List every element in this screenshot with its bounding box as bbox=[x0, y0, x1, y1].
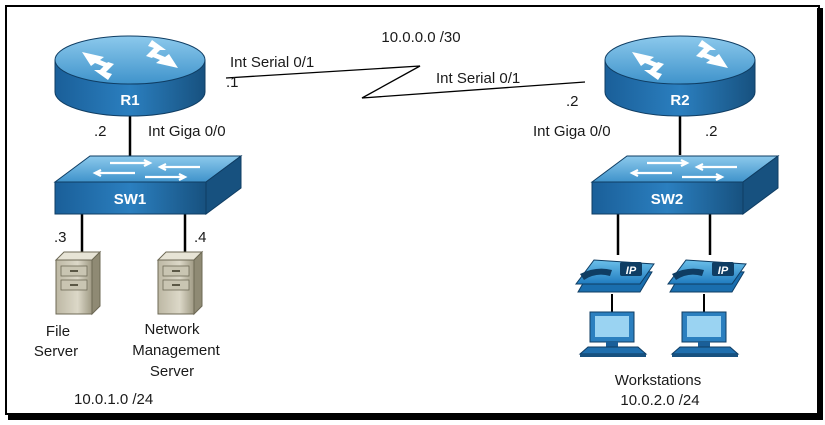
ip-phone-2: IP bbox=[667, 259, 747, 293]
nms-server-ip: .4 bbox=[194, 229, 207, 246]
router-icon bbox=[54, 35, 206, 117]
switch-sw1: SW1 bbox=[53, 155, 243, 215]
router-icon bbox=[604, 35, 756, 117]
router-r1: R1 bbox=[54, 35, 206, 117]
file-server-label-line1: File bbox=[46, 323, 70, 340]
nms-label-line3: Server bbox=[150, 363, 194, 380]
switch-icon bbox=[53, 155, 243, 215]
server-icon bbox=[156, 250, 204, 316]
r1-giga-label: Int Giga 0/0 bbox=[148, 123, 226, 140]
lan2-subnet-label: 10.0.2.0 /24 bbox=[620, 392, 699, 409]
r1-serial-label: Int Serial 0/1 bbox=[230, 54, 314, 71]
router-r2: R2 bbox=[604, 35, 756, 117]
switch-sw2-name: SW2 bbox=[651, 191, 684, 208]
switch-sw1-name: SW1 bbox=[114, 191, 147, 208]
server-icon bbox=[54, 250, 102, 316]
ip-phone-icon: IP bbox=[667, 259, 747, 293]
r1-giga-ip: .2 bbox=[94, 123, 107, 140]
router-r1-name: R1 bbox=[120, 92, 139, 109]
serial-link bbox=[225, 65, 586, 99]
r2-giga-ip: .2 bbox=[705, 123, 718, 140]
workstation-1 bbox=[578, 311, 648, 357]
frame-shadow bbox=[817, 8, 823, 416]
ip-phone-1: IP bbox=[575, 259, 655, 293]
ip-phone-icon: IP bbox=[575, 259, 655, 293]
workstation-icon bbox=[578, 311, 648, 357]
nms-label-line1: Network bbox=[144, 321, 200, 338]
file-server bbox=[54, 250, 102, 316]
workstation-2 bbox=[670, 311, 740, 357]
file-server-ip: .3 bbox=[54, 229, 67, 246]
switch-icon bbox=[590, 155, 780, 215]
wan-subnet-label: 10.0.0.0 /30 bbox=[381, 29, 460, 46]
lan1-subnet-label: 10.0.1.0 /24 bbox=[74, 391, 153, 408]
frame-shadow-bottom bbox=[8, 414, 823, 420]
r1-serial-ip: .1 bbox=[226, 74, 239, 91]
r2-serial-ip: .2 bbox=[566, 93, 579, 110]
file-server-label-line2: Server bbox=[34, 343, 78, 360]
r2-giga-label: Int Giga 0/0 bbox=[533, 123, 611, 140]
nms-server bbox=[156, 250, 204, 316]
lan2-label: Workstations bbox=[615, 372, 701, 389]
workstation-icon bbox=[670, 311, 740, 357]
nms-label-line2: Management bbox=[132, 342, 220, 359]
switch-sw2: SW2 bbox=[590, 155, 780, 215]
router-r2-name: R2 bbox=[670, 92, 689, 109]
r2-serial-label: Int Serial 0/1 bbox=[436, 70, 520, 87]
phone2-ip-badge: IP bbox=[718, 265, 729, 277]
phone1-ip-badge: IP bbox=[626, 265, 637, 277]
